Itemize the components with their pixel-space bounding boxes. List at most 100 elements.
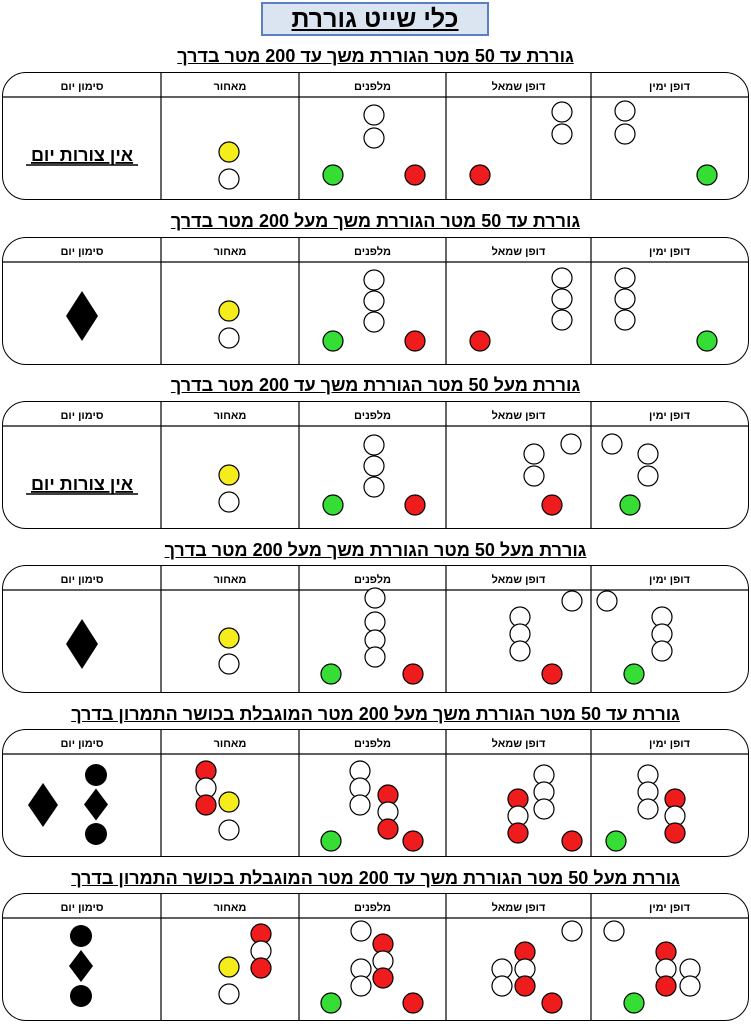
column-header: דופן ימין bbox=[649, 738, 691, 750]
diamond-shape bbox=[66, 291, 98, 341]
white-light-front bbox=[363, 476, 385, 498]
white-light-rear bbox=[218, 983, 240, 1005]
red-light-left bbox=[507, 822, 529, 844]
red-light-front bbox=[372, 967, 394, 989]
ball-shape bbox=[85, 823, 107, 845]
column-header: מאחור bbox=[214, 574, 247, 586]
white-light-front bbox=[363, 434, 385, 456]
column-header: מלפנים bbox=[354, 409, 391, 422]
red-light-front bbox=[377, 818, 399, 840]
column-header: סימון יום bbox=[60, 81, 103, 93]
white-light-rear bbox=[218, 168, 240, 190]
white-light-left bbox=[561, 920, 583, 942]
white-light-rear bbox=[218, 819, 240, 841]
white-light-front bbox=[363, 269, 385, 291]
column-header: מאחור bbox=[214, 902, 247, 914]
section-title: גוררת מעל 50 מטר הגוררת משך מעל 200 מטר … bbox=[164, 540, 587, 560]
red-light-rear bbox=[195, 794, 217, 816]
green-light-right bbox=[623, 663, 645, 685]
white-light-right bbox=[601, 433, 623, 455]
diamond-shape bbox=[66, 619, 98, 669]
section-title: גוררת עד 50 מטר הגוררת משך מעל 200 מטר ב… bbox=[170, 211, 581, 231]
red-light-left bbox=[541, 992, 563, 1014]
column-header: סימון יום bbox=[60, 902, 103, 914]
white-light-front bbox=[364, 611, 386, 633]
section-title: גוררת מעל 50 מטר הגוררת משך עד 200 מטר ב… bbox=[170, 375, 581, 395]
red-light-left bbox=[561, 830, 583, 852]
white-light-right bbox=[614, 309, 636, 331]
white-light-right bbox=[637, 798, 659, 820]
white-light-right bbox=[679, 975, 701, 997]
column-header: סימון יום bbox=[60, 738, 103, 750]
column-header: מאחור bbox=[214, 81, 247, 93]
white-light-left bbox=[509, 640, 531, 662]
red-light-left bbox=[541, 494, 563, 516]
white-light-left bbox=[560, 433, 582, 455]
red-light-left bbox=[541, 663, 563, 685]
green-light-front bbox=[322, 164, 344, 186]
section-title: גוררת עד 50 מטר הגוררת משך עד 200 מטר בד… bbox=[177, 46, 574, 66]
red-light-front bbox=[402, 663, 424, 685]
white-light-front bbox=[364, 587, 386, 609]
white-light-left bbox=[491, 975, 513, 997]
lights-table: דופן ימין דופן שמאל מלפנים מאחור סימון יום bbox=[2, 893, 749, 1021]
white-light-front bbox=[364, 646, 386, 668]
column-header: דופן ימין bbox=[649, 902, 691, 914]
ball-shape bbox=[85, 764, 107, 786]
column-header: דופן שמאל bbox=[492, 245, 546, 258]
white-light-front bbox=[350, 975, 372, 997]
white-light-front bbox=[350, 920, 372, 942]
ball-shape bbox=[70, 925, 92, 947]
yellow-light-rear bbox=[218, 956, 240, 978]
column-header: דופן ימין bbox=[649, 410, 691, 422]
white-light-right bbox=[614, 100, 636, 122]
column-header: מלפנים bbox=[354, 901, 391, 914]
column-header: דופן שמאל bbox=[492, 737, 546, 750]
section-title: גוררת עד 50 מטר הגוררת משך מעל 200 מטר ה… bbox=[71, 704, 680, 724]
green-light-right bbox=[619, 494, 641, 516]
white-light-left bbox=[551, 123, 573, 145]
diamond-shape bbox=[28, 783, 58, 827]
column-header: דופן ימין bbox=[649, 574, 691, 586]
yellow-light-rear bbox=[218, 300, 240, 322]
red-light-left bbox=[469, 330, 491, 352]
green-light-right bbox=[623, 992, 645, 1014]
yellow-light-rear bbox=[218, 627, 240, 649]
red-light-right bbox=[655, 975, 677, 997]
diamond-shape bbox=[84, 788, 108, 821]
white-light-rear bbox=[218, 327, 240, 349]
lights-diagram: דופן ימין דופן שמאל מלפנים מאחור סימון יום bbox=[3, 894, 748, 1020]
yellow-light-rear bbox=[218, 464, 240, 486]
diamond-shape bbox=[69, 950, 93, 982]
column-header: מאחור bbox=[214, 738, 247, 750]
white-light-right bbox=[596, 590, 618, 612]
column-header: מלפנים bbox=[354, 80, 391, 93]
column-header: סימון יום bbox=[60, 574, 103, 586]
column-header: דופן שמאל bbox=[492, 901, 546, 914]
red-light-front bbox=[404, 330, 426, 352]
red-light-rear bbox=[250, 957, 272, 979]
no-day-shapes-label: אין צורות יום bbox=[31, 474, 133, 494]
white-light-right bbox=[637, 443, 659, 465]
white-light-right bbox=[603, 920, 625, 942]
green-light-front bbox=[322, 494, 344, 516]
white-light-right bbox=[614, 123, 636, 145]
white-light-rear bbox=[218, 491, 240, 513]
white-light-right bbox=[614, 267, 636, 289]
white-light-right bbox=[637, 465, 659, 487]
white-light-front bbox=[363, 455, 385, 477]
column-header: סימון יום bbox=[60, 246, 103, 258]
column-header: סימון יום bbox=[60, 410, 103, 422]
red-light-left bbox=[514, 975, 536, 997]
white-light-left bbox=[561, 590, 583, 612]
column-header: דופן שמאל bbox=[492, 573, 546, 586]
white-light-front bbox=[363, 311, 385, 333]
red-light-front bbox=[402, 830, 424, 852]
